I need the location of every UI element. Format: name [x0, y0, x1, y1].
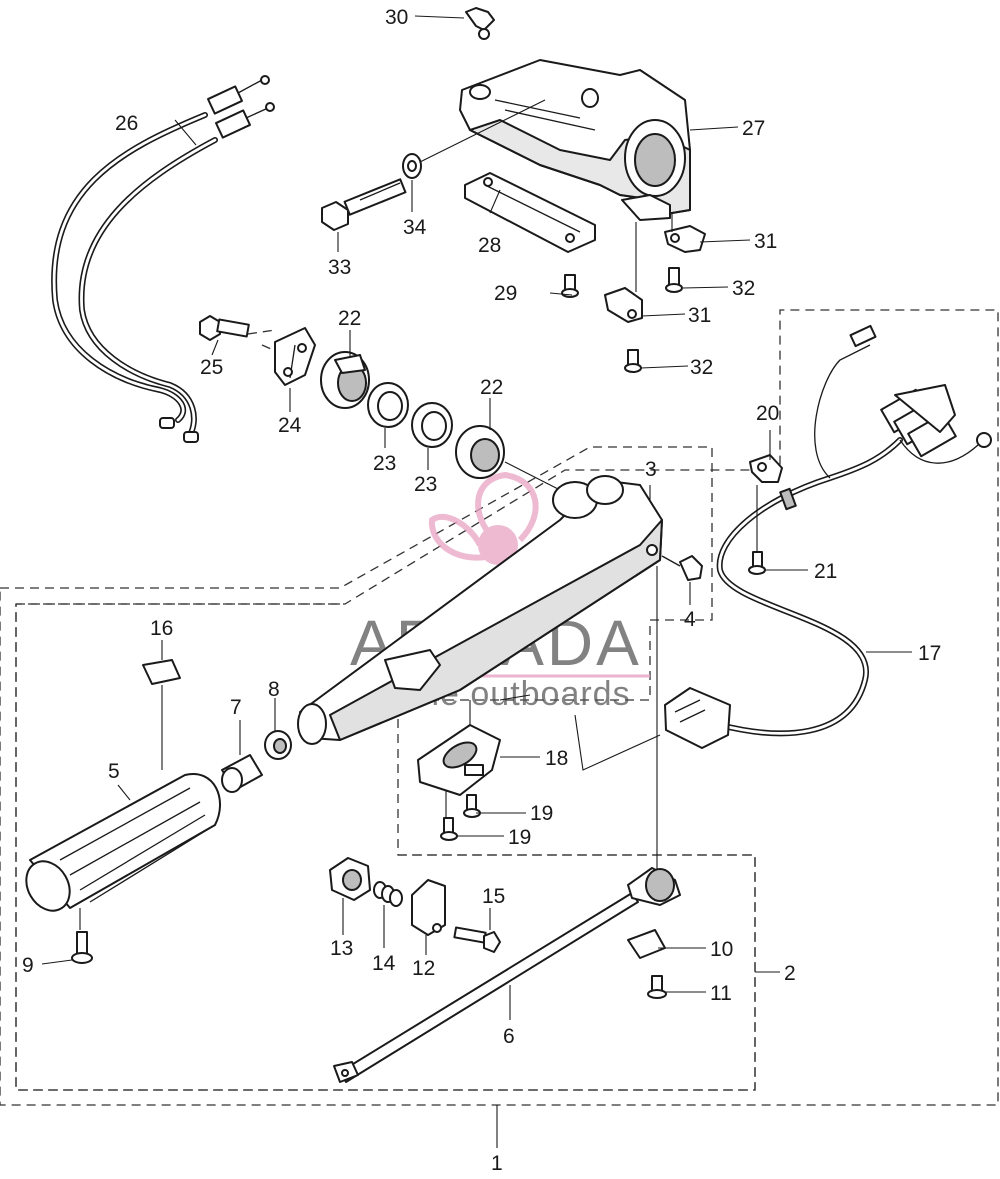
assembly-2-boundary — [15, 603, 756, 1091]
callout-32-lower: 32 — [690, 356, 713, 379]
callout-17: 17 — [918, 642, 941, 665]
callout-27: 27 — [742, 117, 765, 140]
grip-bushing — [264, 730, 292, 760]
cable-clamp-lower — [604, 287, 643, 323]
leader-lines — [41, 15, 912, 1148]
mounting-plate — [464, 172, 596, 253]
callout-14: 14 — [372, 952, 396, 975]
callout-23-upper: 23 — [373, 452, 396, 475]
pivot-axis — [504, 461, 561, 491]
callout-13: 13 — [330, 937, 353, 960]
callout-29: 29 — [494, 282, 517, 305]
callout-16: 16 — [150, 617, 173, 640]
callout-15: 15 — [482, 885, 505, 908]
pivot-bolt — [199, 315, 250, 341]
callout-24: 24 — [278, 414, 302, 437]
callout-22-lower: 22 — [480, 376, 503, 399]
bolt-axis — [419, 99, 546, 163]
switch-screw-b — [440, 817, 458, 841]
friction-knob — [329, 857, 371, 901]
callout-3: 3 — [645, 458, 657, 481]
callout-10: 10 — [710, 938, 733, 961]
callout-2: 2 — [784, 962, 796, 985]
callout-31-upper: 31 — [754, 230, 777, 253]
rod-screw — [647, 975, 667, 999]
bolt-washer — [402, 153, 422, 179]
callout-34: 34 — [403, 216, 427, 239]
callout-23-lower: 23 — [414, 473, 437, 496]
friction-spring — [373, 881, 403, 907]
pivot-plate — [274, 327, 316, 386]
callout-1: 1 — [491, 1152, 503, 1175]
callout-31-lower: 31 — [688, 304, 711, 327]
grip-collar — [221, 754, 263, 793]
throttle-rod — [333, 867, 681, 1083]
washer-23-lower — [411, 402, 453, 448]
callout-33: 33 — [328, 256, 351, 279]
wire-clip — [465, 7, 495, 40]
callout-18: 18 — [545, 747, 568, 770]
tiller-arm — [297, 475, 663, 745]
callout-8: 8 — [268, 678, 280, 701]
bushing-lower — [455, 425, 505, 479]
callout-11: 11 — [710, 982, 732, 1005]
callout-6: 6 — [503, 1025, 515, 1048]
callout-26: 26 — [115, 112, 138, 135]
cable-clamp-upper — [664, 225, 706, 253]
callout-21: 21 — [814, 560, 837, 583]
plate-screw — [561, 274, 579, 298]
rod-retainer-clip — [627, 929, 666, 959]
callout-9: 9 — [22, 954, 34, 977]
callout-20: 20 — [756, 402, 779, 425]
throttle-cables — [51, 75, 275, 443]
grip-screw — [71, 931, 93, 964]
callout-12: 12 — [412, 957, 435, 980]
callout-22-upper: 22 — [338, 307, 361, 330]
bushing-upper — [320, 351, 370, 409]
stop-switch-housing — [417, 724, 501, 796]
steering-bracket — [459, 59, 691, 221]
stop-switch-harness — [664, 324, 992, 749]
callout-28: 28 — [478, 234, 501, 257]
harness-clamp — [749, 454, 783, 483]
callout-5: 5 — [108, 760, 120, 783]
clamp-screw-lower — [624, 349, 642, 373]
callout-19-a: 19 — [530, 802, 553, 825]
friction-block — [411, 879, 446, 936]
harness-clamp-screw — [748, 551, 766, 575]
bracket-bolt — [321, 178, 407, 231]
callout-25: 25 — [200, 356, 223, 379]
assembly-boundaries — [0, 309, 999, 1106]
tiller-decal — [142, 659, 181, 685]
callout-30: 30 — [385, 6, 408, 29]
callout-numbers: 30 27 26 34 28 33 29 31 32 31 32 22 25 2… — [22, 6, 941, 1175]
callout-7: 7 — [230, 696, 242, 719]
callout-4: 4 — [684, 608, 696, 631]
tiller-set-screw — [661, 555, 703, 581]
washer-23-upper — [367, 382, 409, 428]
throttle-grip — [25, 773, 221, 912]
switch-screw-a — [463, 794, 481, 818]
clamp-screw-upper — [665, 267, 683, 293]
callout-19-b: 19 — [508, 826, 531, 849]
callout-32-upper: 32 — [732, 277, 755, 300]
friction-bolt — [453, 926, 501, 953]
